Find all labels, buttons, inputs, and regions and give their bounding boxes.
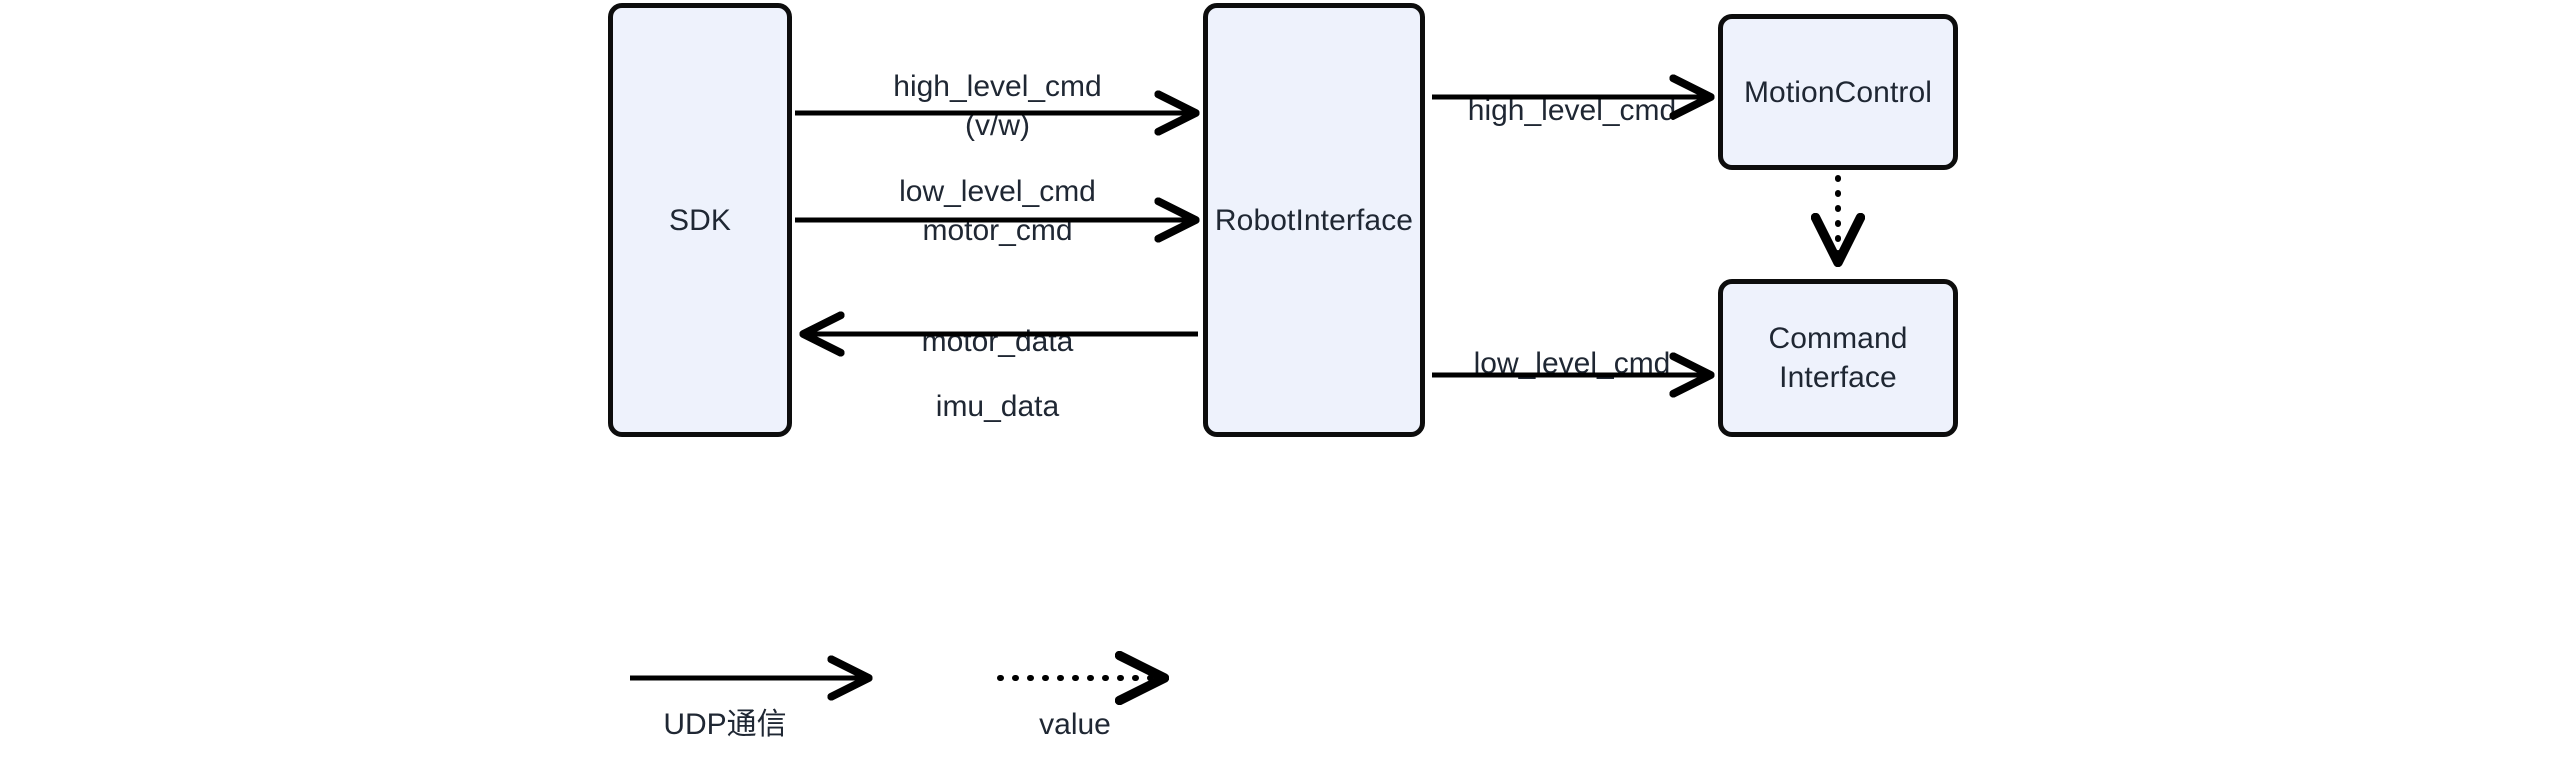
edge-label-high-level-cmd-vw: high_level_cmd (v/w): [795, 28, 1200, 145]
edge-label-imu-data: imu_data: [795, 348, 1200, 426]
edge-label-text: imu_data: [935, 390, 1060, 423]
legend-label-value: value: [985, 705, 1165, 744]
edge-label-text: motor_data: [921, 325, 1074, 358]
legend-value-text: value: [1039, 708, 1111, 741]
edge-label-text: high_level_cmd: [1467, 94, 1677, 127]
edge-label-text: high_level_cmd (v/w): [893, 70, 1102, 142]
node-command-interface-label: Command Interface: [1768, 322, 1908, 394]
edge-label-text: low_level_cmd motor_cmd: [899, 175, 1096, 247]
edge-label-text: low_level_cmd: [1473, 347, 1671, 380]
node-robot-interface-label: RobotInterface: [1214, 203, 1414, 237]
edge-label-low-level-cmd-right: low_level_cmd: [1432, 305, 1712, 383]
legend-label-udp: UDP通信: [610, 705, 840, 744]
legend-udp-text: UDP通信: [663, 708, 787, 741]
node-motion-control-label: MotionControl: [1743, 75, 1933, 109]
edge-label-motor-data: motor_data: [795, 283, 1200, 361]
node-sdk-label: SDK: [669, 203, 731, 237]
node-command-interface[interactable]: Command Interface: [1718, 279, 1958, 437]
node-motion-control[interactable]: MotionControl: [1718, 14, 1958, 170]
edge-label-high-level-cmd-right: high_level_cmd: [1432, 52, 1712, 130]
node-robot-interface[interactable]: RobotInterface: [1203, 3, 1425, 437]
node-sdk[interactable]: SDK: [608, 3, 792, 437]
edge-label-low-level-cmd-motor-cmd: low_level_cmd motor_cmd: [795, 133, 1200, 250]
